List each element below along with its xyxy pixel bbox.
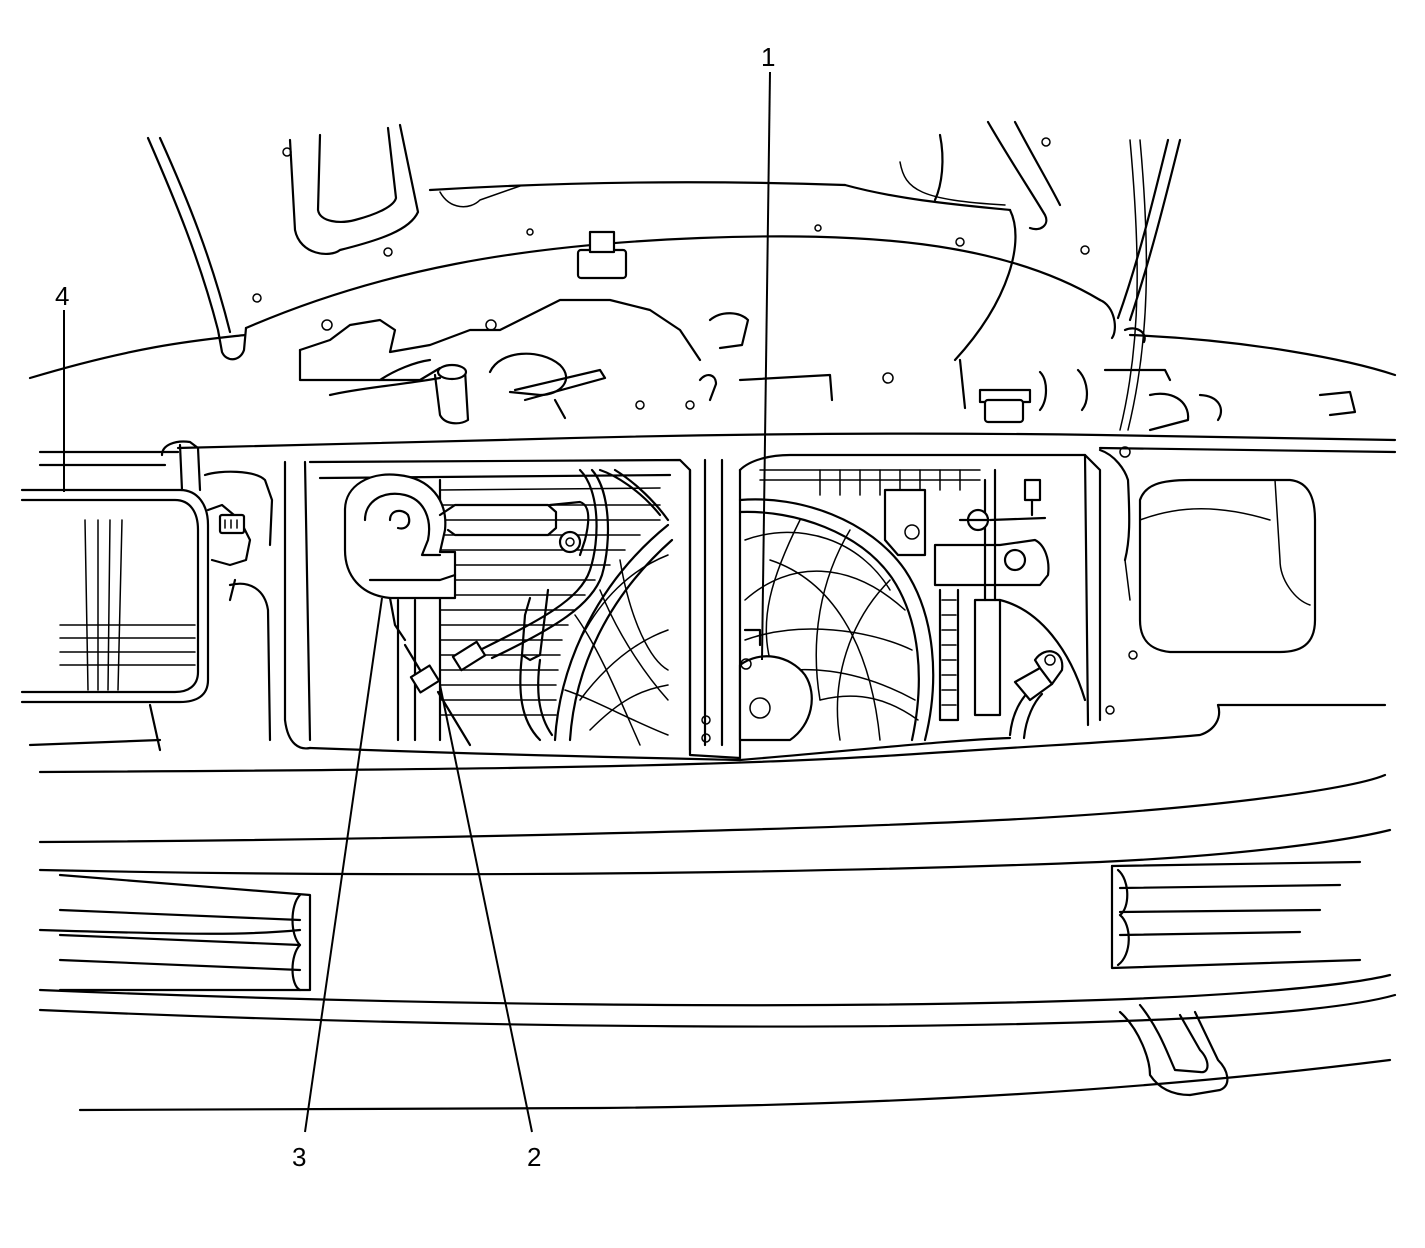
leader-3: [304, 597, 383, 1133]
engine-compartment: [28, 139, 1397, 432]
callout-3: 3: [292, 1142, 306, 1172]
leader-lines: [63, 71, 771, 1133]
callout-2: 2: [527, 1142, 541, 1172]
front-bumper: [38, 703, 1397, 1112]
leader-2: [439, 684, 533, 1133]
cooling-fan: [553, 478, 1087, 746]
leader-1: [761, 71, 771, 661]
condenser: [396, 468, 1002, 742]
radiator-support: [38, 432, 1397, 760]
horn-left: [343, 473, 590, 642]
callout-4: 4: [55, 281, 69, 311]
callout-1: 1: [761, 42, 775, 72]
headlamp-left: [20, 440, 274, 752]
hood: [146, 120, 1182, 362]
